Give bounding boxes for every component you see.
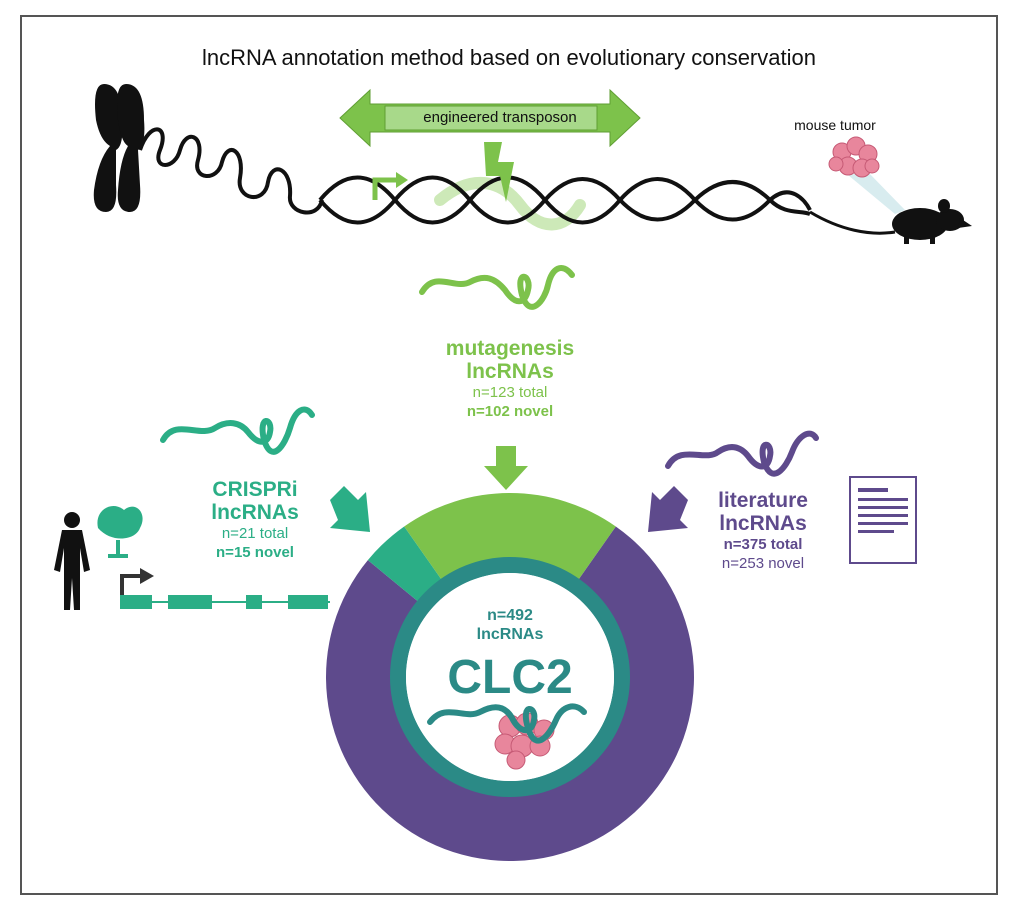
donut-segment-mutagenesis [404, 493, 616, 581]
literature-title-2: lncRNAs [719, 512, 807, 535]
mouse-tumor-label: mouse tumor [794, 117, 876, 133]
donut-segment-literature [325, 526, 694, 862]
figure-frame [20, 15, 998, 895]
dcas9-icon [97, 506, 143, 558]
center-count-label: lncRNAs [476, 626, 544, 643]
rna-icon [665, 430, 819, 477]
center-ring [390, 557, 630, 797]
transposon-label-box [384, 105, 598, 131]
mutagenesis-title-1: mutagenesis [445, 337, 575, 360]
literature-total: n=375 total [723, 536, 803, 553]
crispri-total: n=21 total [221, 525, 289, 542]
center-fill [406, 573, 614, 781]
document-icon [849, 476, 917, 564]
mutagenesis-block: mutagenesis lncRNAs n=123 total n=102 no… [395, 337, 625, 421]
dna-coil [138, 127, 324, 215]
page-title: lncRNA annotation method based on evolut… [202, 45, 816, 70]
center-rna-icon [427, 703, 587, 744]
gene-icon [120, 595, 330, 609]
gene-tss-head [140, 568, 154, 584]
engineered-transposon-label: engineered transposon [423, 109, 577, 126]
crispri-title-2: lncRNAs [211, 501, 299, 524]
tumor-icon [828, 136, 880, 178]
mutagenesis-title-2: lncRNAs [466, 360, 554, 383]
tss-arrow-icon [372, 177, 398, 200]
literature-title-1: literature [718, 489, 808, 512]
lightning-icon [484, 142, 514, 202]
crispri-novel: n=15 novel [216, 544, 294, 561]
chromosome-icon [93, 84, 145, 212]
mutagenesis-total: n=123 total [472, 384, 548, 401]
tumor-beam [848, 172, 905, 214]
human-icon [54, 512, 90, 610]
center-count-value: n=492 [487, 607, 533, 624]
mouse-icon [892, 199, 972, 244]
transposon-highlight [434, 176, 586, 231]
literature-arrow [648, 486, 688, 532]
crispri-title-1: CRISPRi [212, 478, 298, 501]
center-name: CLC2 [447, 651, 573, 704]
donut-chart [325, 493, 694, 862]
tss-arrow-head [396, 172, 408, 188]
gene-tss-arrow [120, 574, 142, 596]
mutagenesis-novel: n=102 novel [466, 403, 554, 420]
rna-icon [160, 406, 315, 455]
crispri-block: CRISPRi lncRNAs n=21 total n=15 novel [170, 478, 340, 562]
center-count: n=492 lncRNAs [430, 606, 590, 644]
dna-strand-1 [318, 175, 812, 225]
mutagenesis-arrow [484, 446, 528, 490]
crispri-arrow [330, 486, 370, 532]
mouse-tail [809, 210, 896, 235]
donut-segment-crispri [367, 526, 443, 603]
rna-icon [419, 265, 575, 310]
dna-strand-2 [318, 175, 811, 225]
literature-novel: n=253 novel [721, 555, 805, 572]
literature-block: literature lncRNAs n=375 total n=253 nov… [678, 489, 848, 573]
